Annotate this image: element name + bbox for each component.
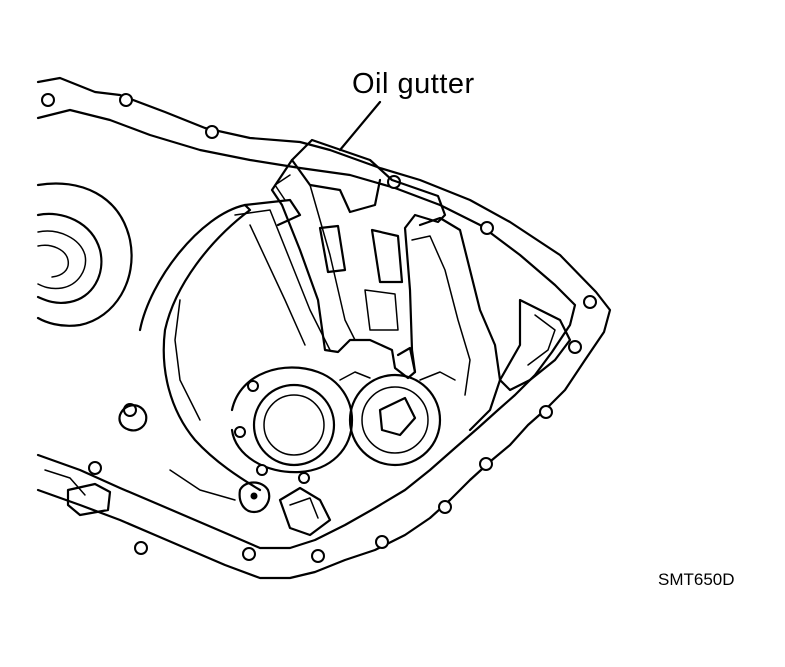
case-flange xyxy=(36,76,612,580)
oil-gutter xyxy=(270,138,447,380)
left-bore xyxy=(36,182,133,327)
callout-label: Oil gutter xyxy=(352,68,475,100)
flange-bolt-holes xyxy=(41,93,597,563)
figure-code: SMT650D xyxy=(658,570,735,589)
lower-boss xyxy=(44,299,332,537)
callout-leader xyxy=(338,100,382,152)
inner-cavity xyxy=(138,198,572,492)
lower-bores xyxy=(230,366,456,484)
